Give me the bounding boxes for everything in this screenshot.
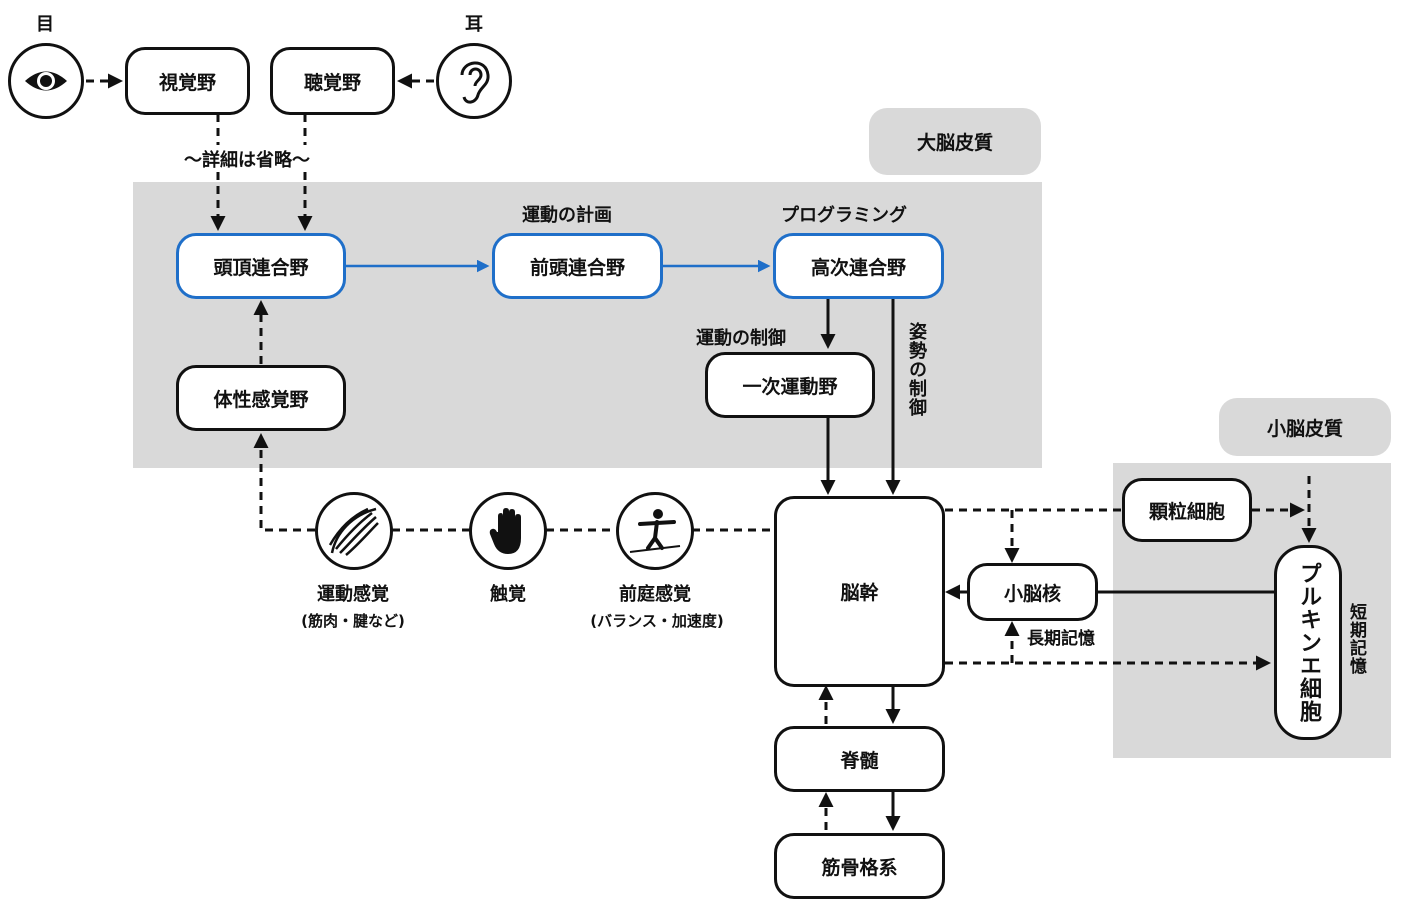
node-purkinje-cell[interactable]: プルキンエ細胞 xyxy=(1274,545,1342,740)
node-frontal-association[interactable]: 前頭連合野 xyxy=(492,233,663,299)
vestibular-sub-label: (バランス・加速度) xyxy=(590,612,724,630)
cerebral-cortex-label: 大脳皮質 xyxy=(869,108,1041,175)
kinesthetic-sub-label: (筋肉・腱など) xyxy=(301,612,405,630)
details-omitted-label: 〜詳細は省略〜 xyxy=(184,150,310,171)
ear-circle xyxy=(436,43,512,119)
node-auditory-cortex[interactable]: 聴覚野 xyxy=(270,47,395,115)
node-brainstem[interactable]: 脳幹 xyxy=(774,496,945,687)
motor-planning-label: 運動の計画 xyxy=(522,205,612,226)
node-spinal-cord[interactable]: 脊髄 xyxy=(774,726,945,792)
cerebellar-cortex-label: 小脳皮質 xyxy=(1219,398,1391,456)
purkinje-cell-label: プルキンエ細胞 xyxy=(1296,562,1321,723)
eye-label: 目 xyxy=(36,14,54,35)
hand-circle xyxy=(469,492,547,570)
node-higher-association[interactable]: 高次連合野 xyxy=(773,233,944,299)
programming-label: プログラミング xyxy=(781,205,907,226)
short-term-memory-label: 短期記憶 xyxy=(1346,603,1366,675)
eye-icon xyxy=(25,71,67,91)
ear-label: 耳 xyxy=(465,14,483,35)
motor-control-label: 運動の制御 xyxy=(696,328,786,349)
hand-icon xyxy=(489,508,521,554)
node-somatosensory-cortex[interactable]: 体性感覚野 xyxy=(176,365,346,431)
kinesthetic-label: 運動感覚 xyxy=(317,584,389,605)
balance-icon xyxy=(629,509,681,553)
node-musculoskeletal[interactable]: 筋骨格系 xyxy=(774,833,945,899)
node-parietal-association[interactable]: 頭頂連合野 xyxy=(176,233,346,299)
node-primary-motor[interactable]: 一次運動野 xyxy=(705,352,875,418)
sensory-to-somatosensory-arrow xyxy=(253,433,315,532)
node-granule-cell[interactable]: 顆粒細胞 xyxy=(1122,478,1252,542)
node-cerebellar-nucleus[interactable]: 小脳核 xyxy=(967,563,1098,621)
node-visual-cortex[interactable]: 視覚野 xyxy=(125,47,250,115)
long-term-memory-label: 長期記憶 xyxy=(1027,629,1095,649)
balance-circle xyxy=(616,492,694,570)
muscle-icon xyxy=(328,507,379,556)
muscle-circle xyxy=(315,492,393,570)
eye-circle xyxy=(8,43,84,119)
ear-icon xyxy=(460,61,490,104)
touch-label: 触覚 xyxy=(490,584,526,605)
vestibular-label: 前庭感覚 xyxy=(619,584,691,605)
posture-control-label: 姿勢の制御 xyxy=(906,322,927,417)
